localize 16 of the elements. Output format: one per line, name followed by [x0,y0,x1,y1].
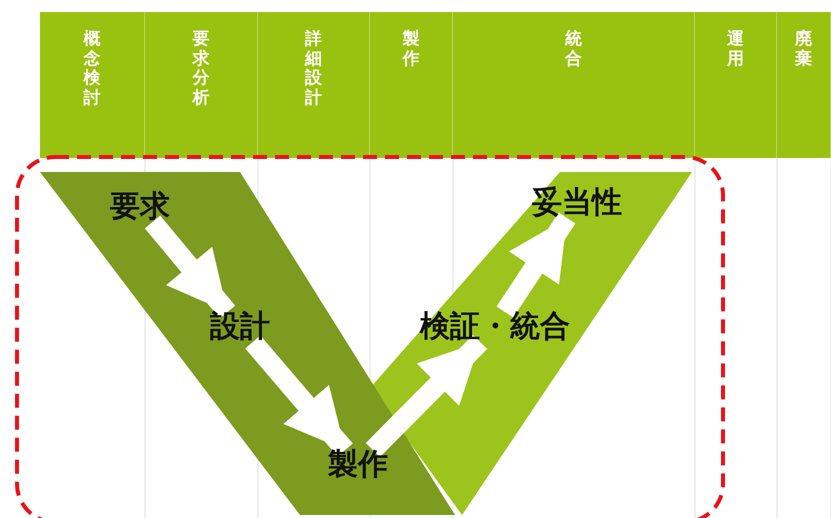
phase-header: 廃棄 [795,30,812,70]
block-arrow [366,334,488,458]
stage-label: 検証・統合 [420,312,570,342]
phase-header: 詳細設計 [305,30,322,108]
stage-label: 設計 [210,312,270,342]
phase-header: 製作 [402,30,420,70]
stage-label: 製作 [328,450,388,480]
stage-label: 妥当性 [532,188,622,218]
phase-header: 運用 [727,30,744,70]
stage-label: 要求 [110,192,170,222]
block-arrow [245,335,353,457]
phase-header: 要求分析 [192,30,210,108]
phase-header: 概念検討 [84,30,100,108]
block-arrow [144,216,236,318]
block-arrow [496,212,576,318]
phase-header: 統合 [565,30,582,70]
